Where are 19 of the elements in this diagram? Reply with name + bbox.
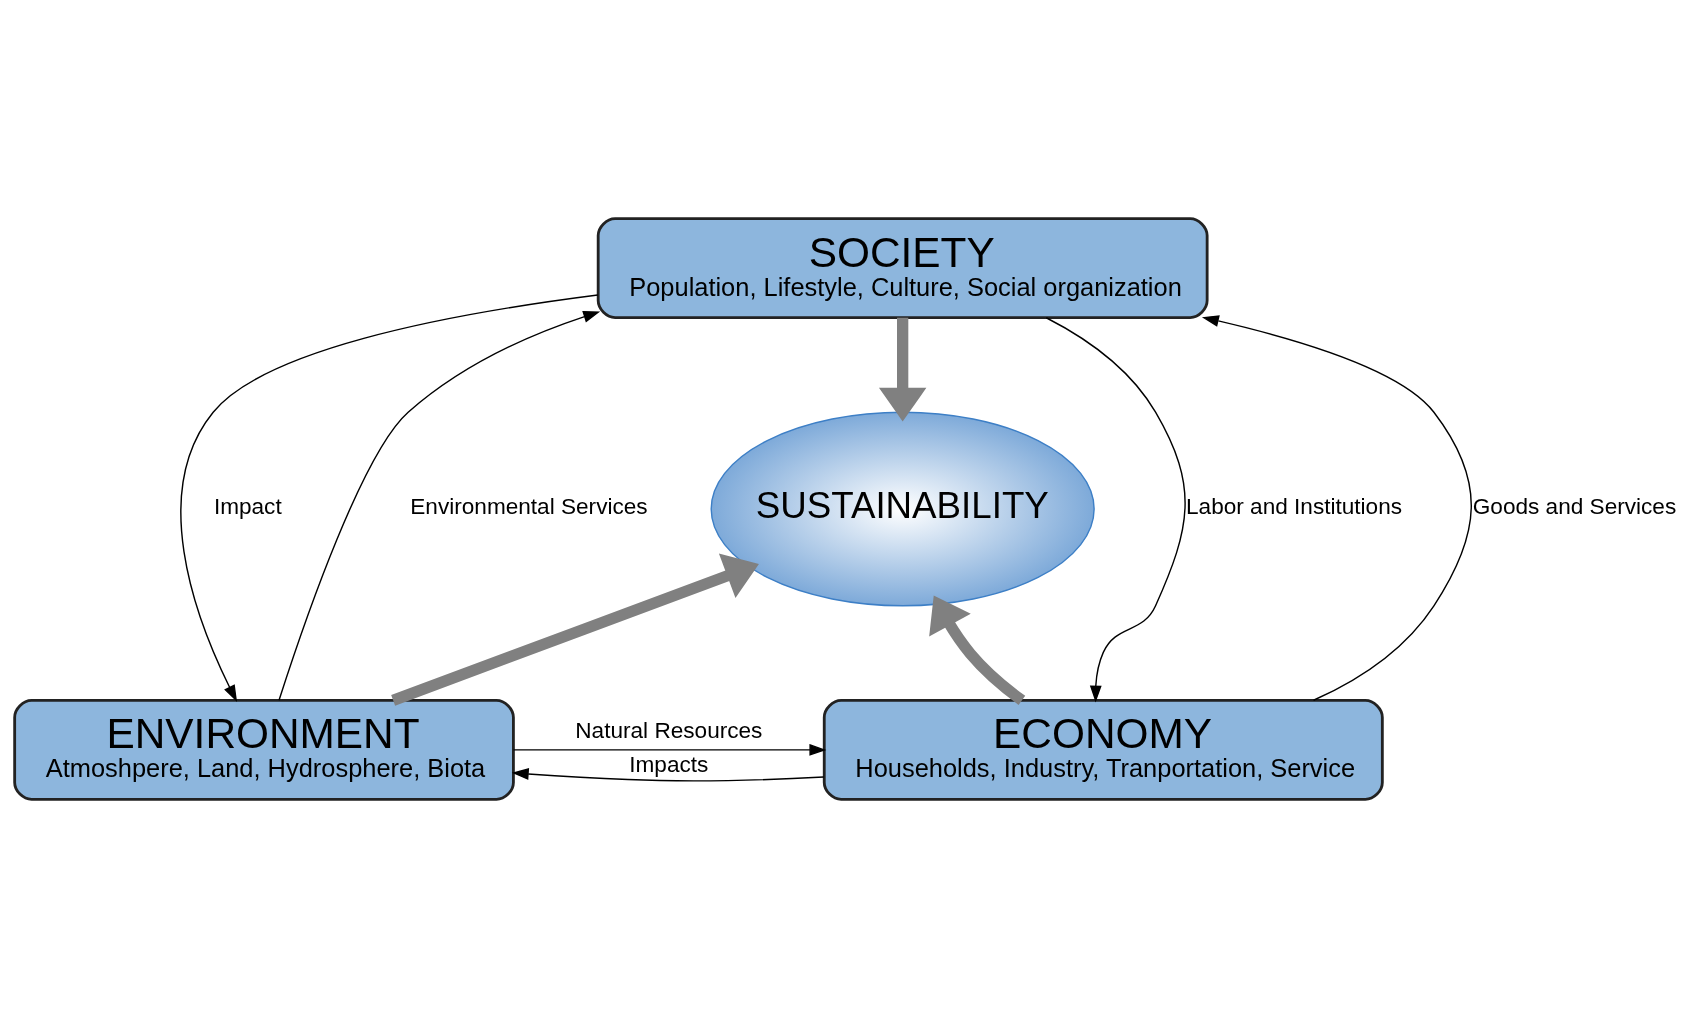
arrow [1201,314,1472,701]
node-box: ECONOMY Households, Industry, Tranportation, Service [822,698,1384,801]
arrow [1045,316,1186,703]
edge-label: Impact [213,493,282,519]
node-box: ENVIRONMENT Atmoshpere, Land, Hydrosphere, Biota [13,698,515,801]
node-box: SOCIETY Population, Lifestyle, Culture, Social organization [596,216,1209,319]
arrow [391,553,759,706]
edge-label: Impacts [629,751,709,777]
edge-label: Labor and Institutions [1186,493,1403,519]
arrow [878,317,927,422]
arrow [511,767,825,782]
node-ellipse: SUSTAINABILITY [710,411,1095,606]
arrow [512,743,827,756]
edge-label: Natural Resources [575,717,763,743]
edge-label: Environmental Services [410,493,648,519]
edge-label: Goods and Services [1472,493,1677,519]
arrow [180,293,599,702]
arrow [929,594,1026,705]
arrow [278,310,601,701]
